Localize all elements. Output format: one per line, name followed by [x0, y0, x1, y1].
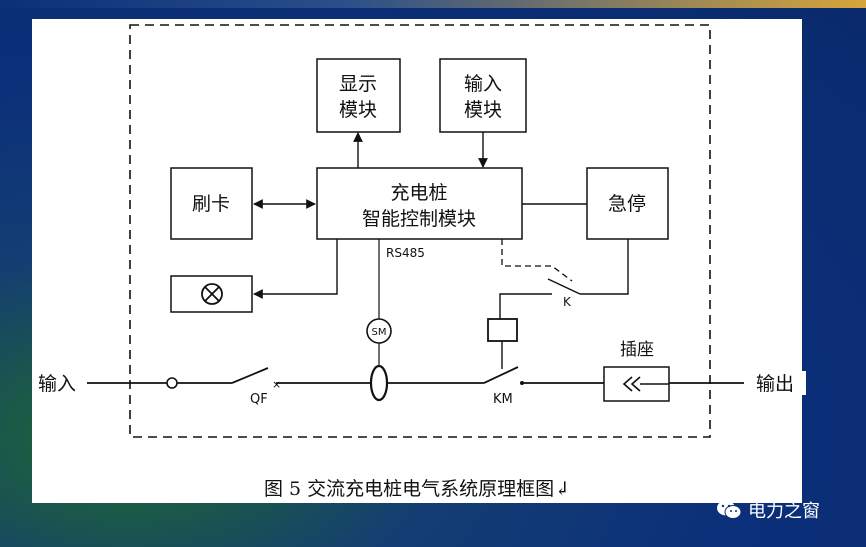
qf-label: QF [250, 392, 268, 407]
svg-text:急停: 急停 [608, 193, 646, 215]
svg-text:模块: 模块 [339, 99, 377, 121]
watermark-text: 电力之窗 [748, 501, 820, 522]
input-module: 输入 模块 [439, 58, 527, 133]
svg-text:模块: 模块 [464, 99, 502, 121]
wechat-icon [717, 500, 742, 519]
card-reader-module: 刷卡 [170, 167, 253, 240]
km-coil [487, 318, 518, 342]
controller-module: 充电桩 智能控制模块 [316, 167, 523, 240]
qf-breaker [231, 367, 269, 384]
enclosure-border [129, 24, 711, 438]
svg-text:输入: 输入 [464, 73, 502, 95]
estop-loop-line [580, 239, 629, 295]
socket-label: 插座 [620, 340, 654, 360]
diagram-panel: 显示 模块 输入 模块 充电桩 智能控制模块 刷卡 急停 [32, 19, 802, 503]
top-accent-bar [0, 0, 866, 8]
qf-mark: × [272, 378, 281, 391]
watermark: 电力之窗 [716, 496, 820, 524]
km-contactor [483, 366, 519, 384]
terminal-in [166, 377, 178, 389]
figure-caption: 图 5 交流充电桩电气系统原理框图↲ [263, 478, 571, 500]
km-label: KM [493, 392, 513, 407]
current-transformer [369, 364, 389, 402]
relay-k-contact [547, 278, 581, 295]
emergency-stop-module: 急停 [586, 167, 669, 240]
svg-text:刷卡: 刷卡 [192, 193, 230, 215]
relay-k-label: K [563, 295, 572, 309]
relay-wire [499, 293, 552, 319]
rs485-label: RS485 [386, 246, 425, 260]
controller-to-lamp-arrow [253, 239, 338, 299]
indicator-lamp [170, 275, 253, 313]
smart-meter: SM [366, 318, 392, 344]
svg-text:智能控制模块: 智能控制模块 [362, 208, 476, 230]
control-dashed-line [501, 239, 573, 282]
svg-text:SM: SM [372, 327, 387, 338]
socket-symbol [603, 366, 670, 402]
svg-text:充电桩: 充电桩 [390, 182, 447, 204]
display-module: 显示 模块 [316, 58, 401, 133]
circuit-diagram: 显示 模块 输入 模块 充电桩 智能控制模块 刷卡 急停 [87, 24, 744, 438]
svg-text:显示: 显示 [339, 73, 377, 95]
